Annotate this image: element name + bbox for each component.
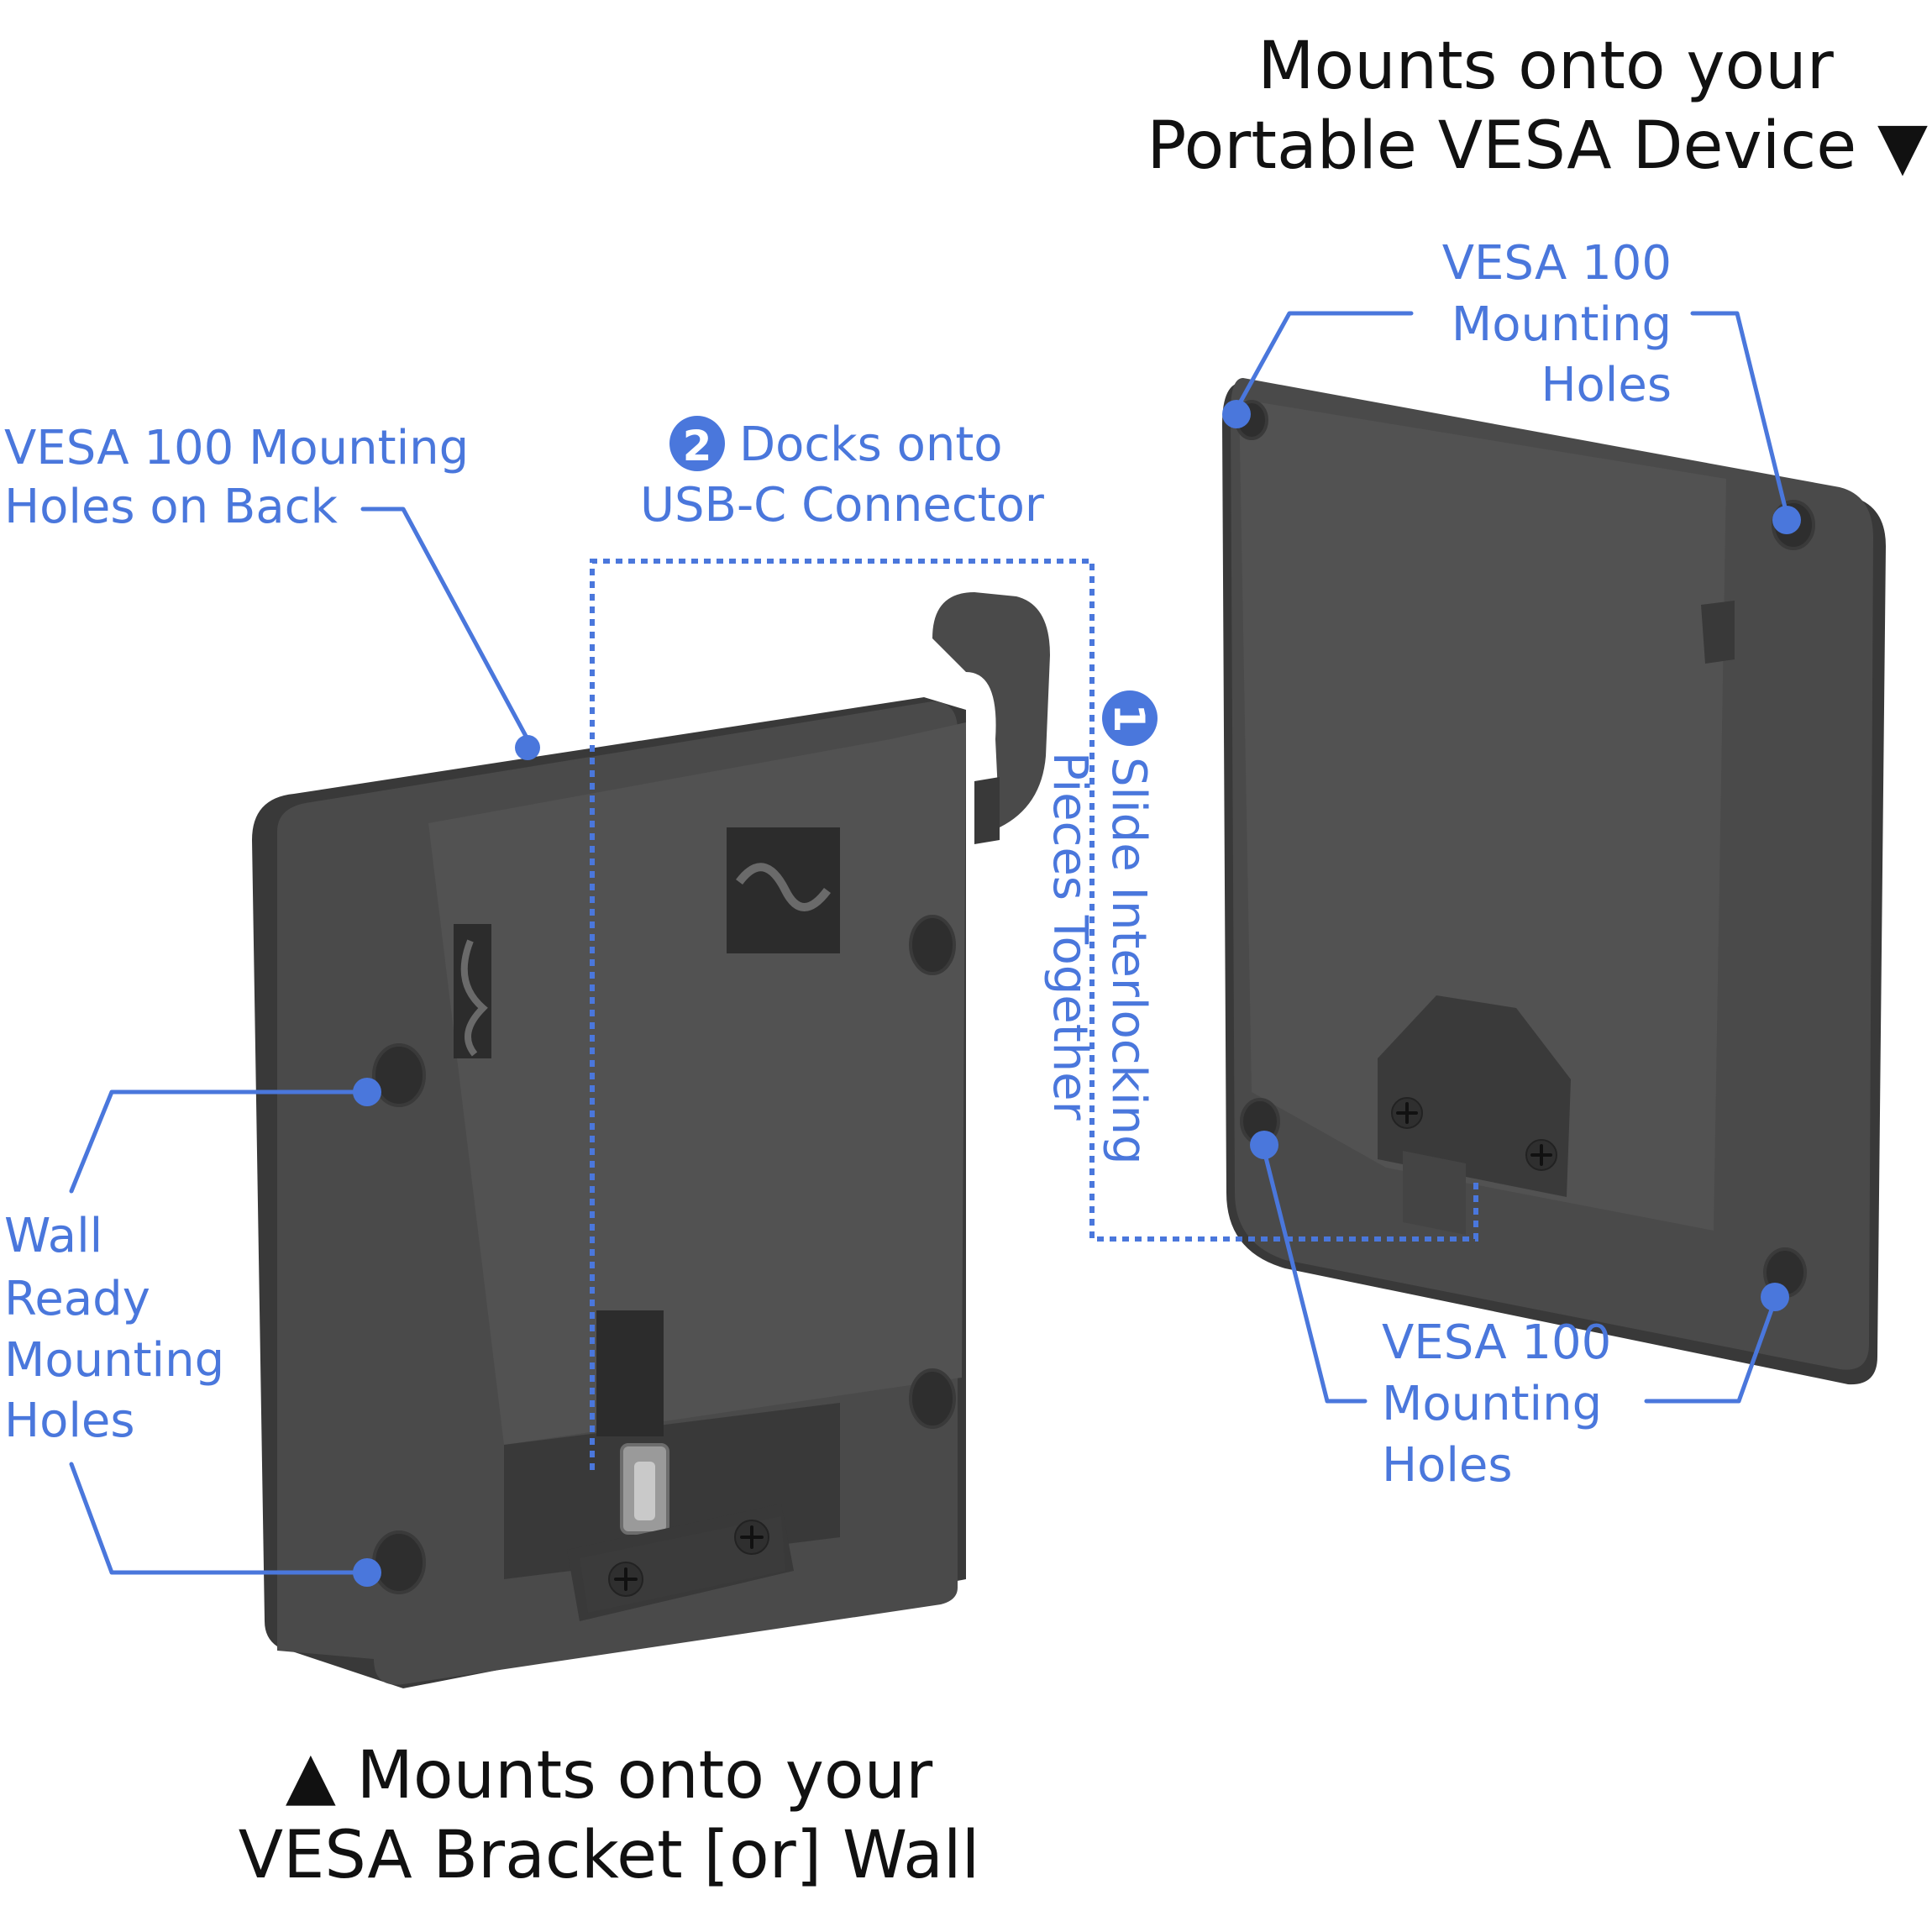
vesa-top-label-line3: Holes	[1541, 358, 1672, 412]
leader-vesa-bottom-right	[1644, 1283, 1789, 1404]
slide-label-line2: Pieces Together	[1042, 752, 1097, 1121]
docks-badge-number: 2	[683, 422, 712, 470]
screw-icon	[608, 1562, 643, 1597]
lower-window	[596, 1310, 664, 1436]
leader-vesa-bottom-left	[1250, 1131, 1368, 1404]
vesa-bottom-label-line1: VESA 100	[1382, 1315, 1611, 1370]
leader-wall-lower	[69, 1462, 381, 1587]
screw-icon	[1525, 1139, 1557, 1171]
vesa-bottom-label-line2: Mounting	[1382, 1377, 1602, 1431]
bottom-heading-line2: VESA Bracket [or] Wall	[239, 1818, 980, 1893]
wall-label-line1: Wall	[4, 1209, 102, 1263]
mounting-hole	[372, 1043, 426, 1107]
screw-icon	[1391, 1097, 1423, 1129]
vesa-top-label-line2: Mounting	[1452, 297, 1672, 352]
vesa-bottom-label-line3: Holes	[1382, 1438, 1513, 1493]
latch-hook	[932, 592, 1050, 827]
vesa-back-label-line1: VESA 100 Mounting	[4, 421, 469, 475]
mounting-hole	[909, 1368, 956, 1429]
vesa-top-label-line1: VESA 100	[1442, 236, 1672, 291]
mounting-hole	[909, 915, 956, 975]
wall-label-line2: Ready	[4, 1272, 150, 1326]
leader-wall-upper	[69, 1078, 381, 1194]
wall-label-line3: Mounting	[4, 1333, 224, 1388]
bracket-plate	[252, 592, 1050, 1688]
interlock-dashed-outline	[590, 559, 1478, 1470]
docks-label-line2: USB-C Connector	[640, 478, 1045, 533]
device-plate	[1222, 378, 1886, 1385]
bottom-heading-line1: ▲ Mounts onto your	[286, 1738, 933, 1814]
leader-vesa-back	[360, 507, 540, 760]
usb-c-connector	[620, 1443, 669, 1535]
slide-label-line1: Slide Interlocking	[1101, 757, 1156, 1165]
docks-badge: 2	[669, 416, 725, 471]
leader-vesa-top-left	[1222, 311, 1414, 428]
screw-icon	[734, 1520, 769, 1555]
leader-vesa-top-right	[1690, 311, 1801, 534]
mounting-hole	[372, 1530, 426, 1594]
vesa-back-label-line2: Holes on Back	[4, 480, 338, 534]
docking-block	[1378, 995, 1571, 1235]
docks-label-line1: Docks onto	[739, 417, 1003, 472]
slide-badge-number: 1	[1105, 704, 1153, 733]
top-heading-line1: Mounts onto your	[1257, 29, 1834, 104]
wall-label-line4: Holes	[4, 1394, 135, 1448]
top-heading-line2: Portable VESA Device ▼	[1147, 108, 1928, 184]
connector-bracket	[567, 1504, 794, 1621]
